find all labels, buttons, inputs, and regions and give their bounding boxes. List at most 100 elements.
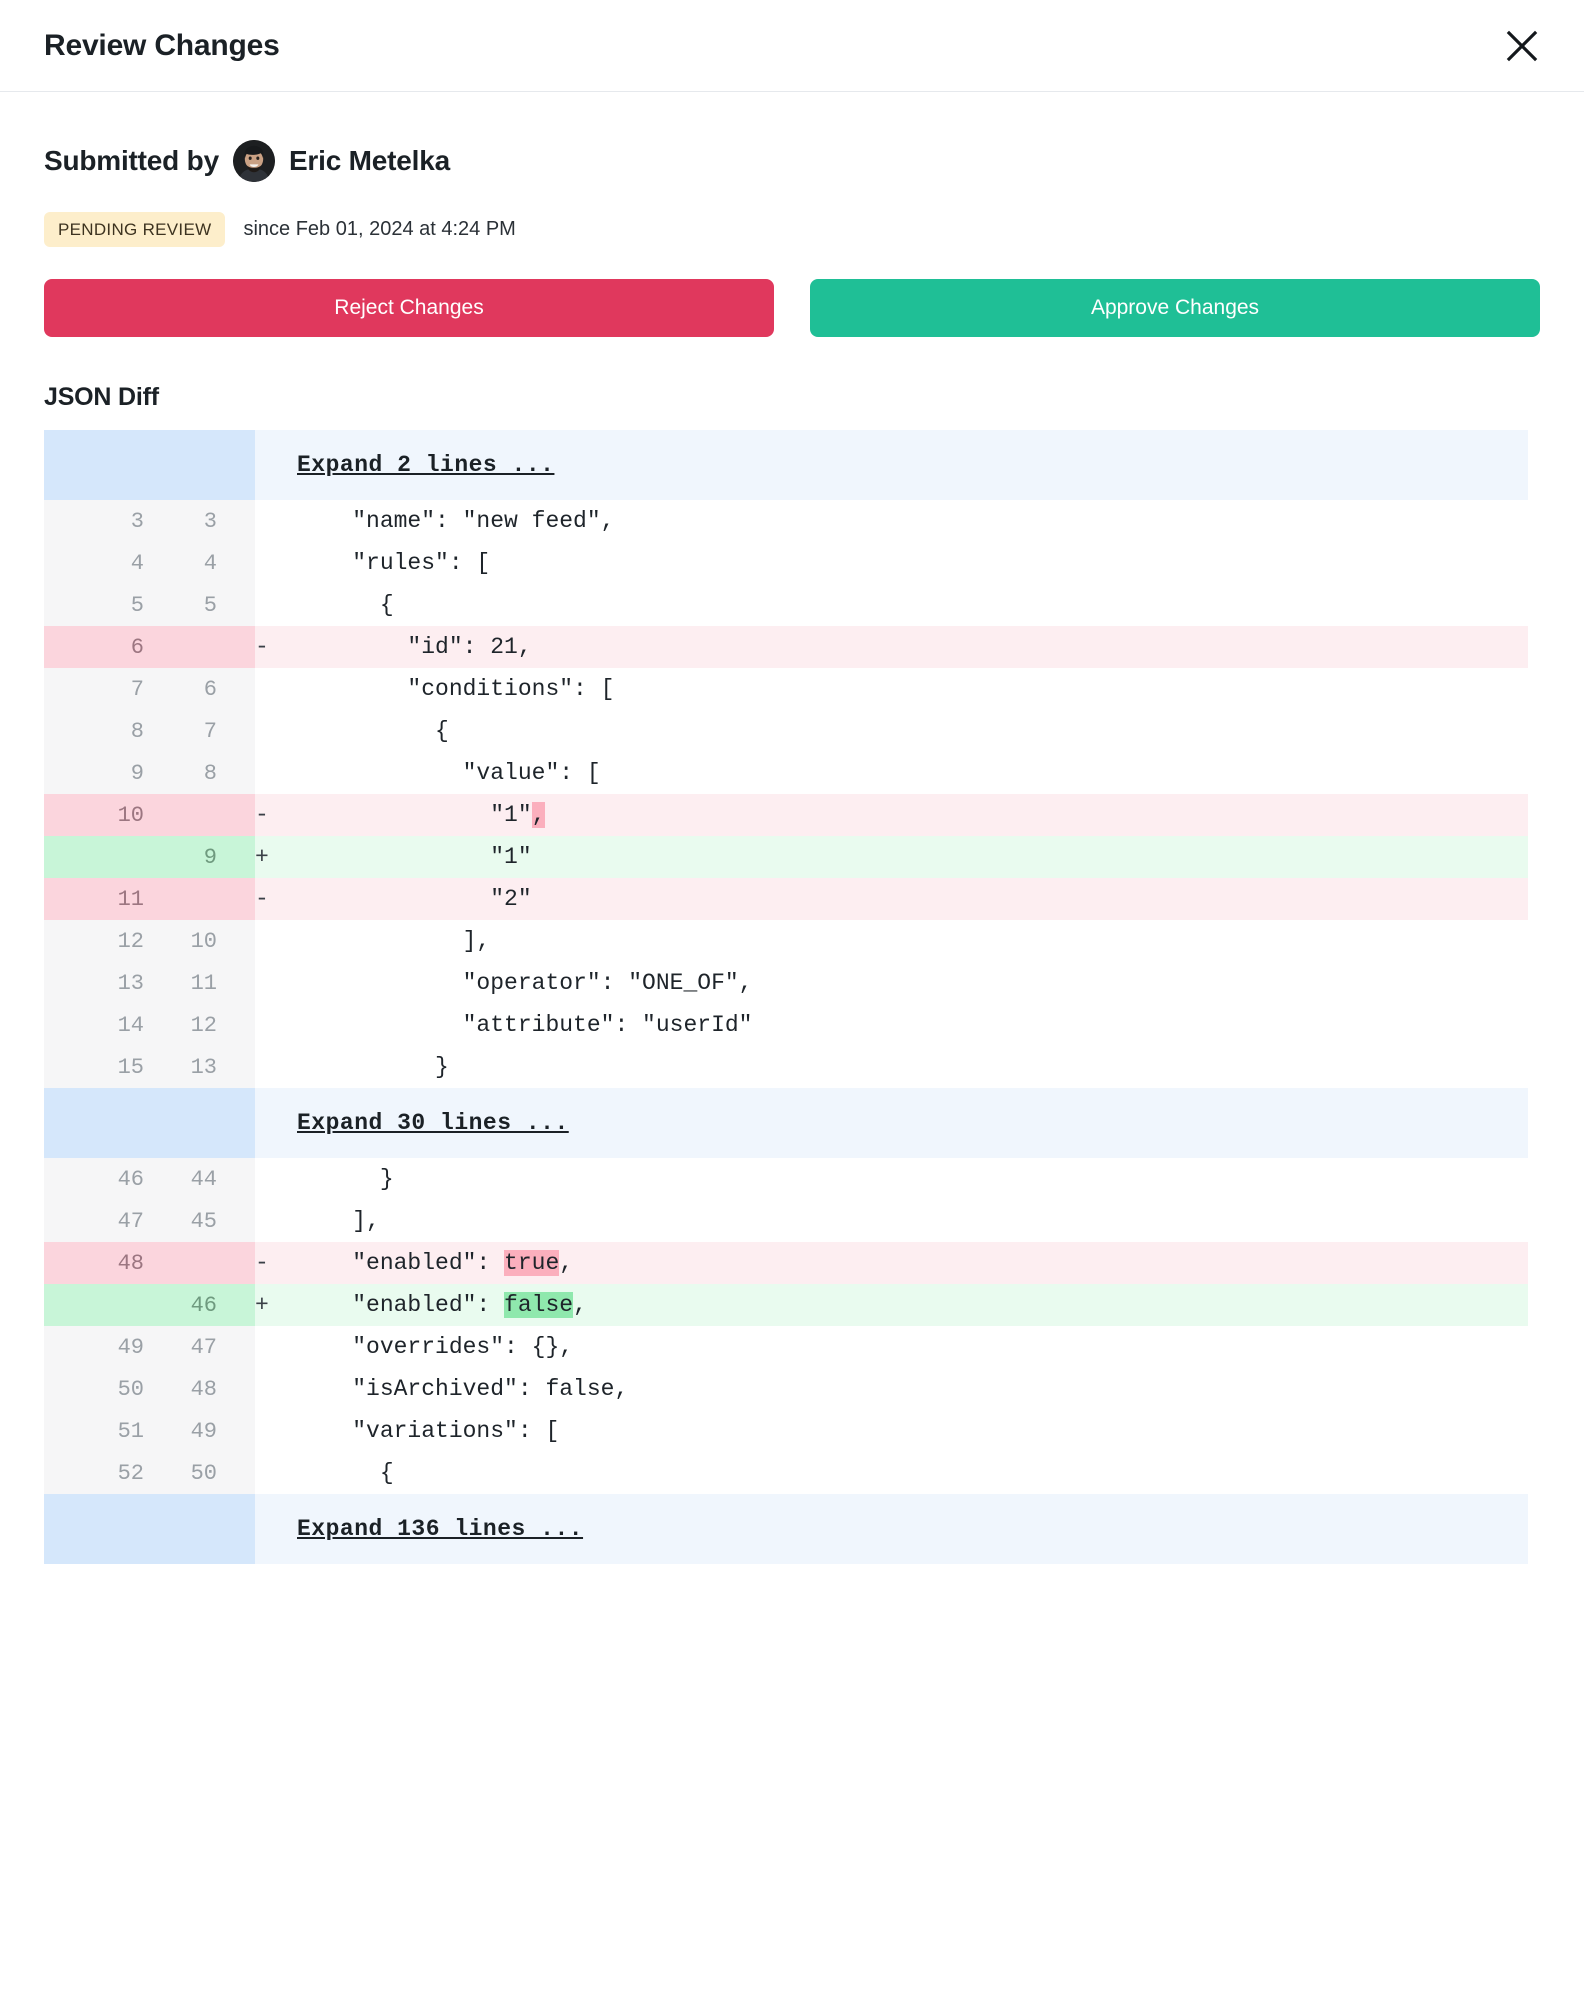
expand-lines-cell[interactable]: Expand 2 lines ... — [297, 430, 1528, 500]
expand-lines-link[interactable]: Expand 2 lines ... — [297, 452, 555, 478]
status-badge: PENDING REVIEW — [44, 212, 226, 247]
code-text: "name": "new feed", — [297, 508, 615, 534]
submitted-by-label: Submitted by — [44, 145, 219, 176]
close-icon — [1504, 28, 1540, 64]
code-text: { — [297, 592, 394, 618]
line-number-old: 13 — [44, 962, 152, 1004]
word-diff-highlight: false — [504, 1292, 574, 1318]
word-diff-highlight: true — [504, 1250, 560, 1276]
diff-code-cell: { — [297, 710, 1528, 752]
line-number-new — [152, 1494, 255, 1564]
line-number-old: 14 — [44, 1004, 152, 1046]
approve-changes-button[interactable]: Approve Changes — [810, 279, 1540, 337]
close-button[interactable] — [1500, 24, 1544, 68]
code-text: "overrides": {}, — [297, 1334, 574, 1360]
diff-code-cell: "id": 21, — [297, 626, 1528, 668]
line-number-old: 52 — [44, 1452, 152, 1494]
line-number-new: 48 — [152, 1368, 255, 1410]
diff-marker — [255, 1088, 297, 1158]
line-number-new: 47 — [152, 1326, 255, 1368]
line-number-new: 44 — [152, 1158, 255, 1200]
line-number-new: 12 — [152, 1004, 255, 1046]
diff-row[interactable]: Expand 136 lines ... — [44, 1494, 1528, 1564]
code-text: "1" — [297, 802, 532, 828]
line-number-new: 13 — [152, 1046, 255, 1088]
diff-row: 9+ "1" — [44, 836, 1528, 878]
expand-lines-cell[interactable]: Expand 30 lines ... — [297, 1088, 1528, 1158]
diff-code-cell: "enabled": false, — [297, 1284, 1528, 1326]
diff-code-cell: "operator": "ONE_OF", — [297, 962, 1528, 1004]
page-title: Review Changes — [44, 28, 280, 62]
diff-row: 10- "1", — [44, 794, 1528, 836]
line-number-old — [44, 1088, 152, 1158]
expand-lines-cell[interactable]: Expand 136 lines ... — [297, 1494, 1528, 1564]
line-number-old: 47 — [44, 1200, 152, 1242]
line-number-old: 3 — [44, 500, 152, 542]
diff-row: 6 - "id": 21, — [44, 626, 1528, 668]
expand-lines-link[interactable]: Expand 30 lines ... — [297, 1110, 569, 1136]
line-number-new: 46 — [152, 1284, 255, 1326]
line-number-old: 50 — [44, 1368, 152, 1410]
code-text-tail: , — [559, 1250, 574, 1276]
diff-marker — [255, 430, 297, 500]
diff-code-cell: "conditions": [ — [297, 668, 1528, 710]
json-diff-heading: JSON Diff — [44, 383, 159, 411]
line-number-new: 50 — [152, 1452, 255, 1494]
diff-marker: - — [255, 794, 297, 836]
diff-code-cell: ], — [297, 1200, 1528, 1242]
diff-code-cell: "attribute": "userId" — [297, 1004, 1528, 1046]
code-text: "value": [ — [297, 760, 601, 786]
line-number-old: 4 — [44, 542, 152, 584]
line-number-old: 46 — [44, 1158, 152, 1200]
diff-marker: - — [255, 626, 297, 668]
diff-row[interactable]: Expand 2 lines ... — [44, 430, 1528, 500]
line-number-new: 10 — [152, 920, 255, 962]
diff-code-cell: "isArchived": false, — [297, 1368, 1528, 1410]
diff-marker — [255, 1410, 297, 1452]
line-number-new: 7 — [152, 710, 255, 752]
line-number-old: 5 — [44, 584, 152, 626]
diff-marker — [255, 542, 297, 584]
code-text: { — [297, 1460, 394, 1486]
diff-code-cell: "variations": [ — [297, 1410, 1528, 1452]
diff-code-cell: { — [297, 584, 1528, 626]
code-text: "rules": [ — [297, 550, 491, 576]
diff-marker — [255, 500, 297, 542]
line-number-new: 49 — [152, 1410, 255, 1452]
diff-code-cell: "overrides": {}, — [297, 1326, 1528, 1368]
line-number-new: 3 — [152, 500, 255, 542]
code-text: ], — [297, 1208, 380, 1234]
code-text: "operator": "ONE_OF", — [297, 970, 753, 996]
line-number-old: 49 — [44, 1326, 152, 1368]
line-number-new: 45 — [152, 1200, 255, 1242]
code-text: } — [297, 1054, 449, 1080]
expand-lines-link[interactable]: Expand 136 lines ... — [297, 1516, 584, 1542]
reject-changes-button[interactable]: Reject Changes — [44, 279, 774, 337]
diff-marker — [255, 1494, 297, 1564]
diff-code-cell: } — [297, 1046, 1528, 1088]
code-text: "variations": [ — [297, 1418, 560, 1444]
diff-row: 11- "2" — [44, 878, 1528, 920]
diff-marker — [255, 752, 297, 794]
code-text: "isArchived": false, — [297, 1376, 629, 1402]
code-text: "2" — [297, 886, 532, 912]
line-number-old: 6 — [44, 626, 152, 668]
diff-marker — [255, 1326, 297, 1368]
status-timestamp: since Feb 01, 2024 at 4:24 PM — [243, 218, 516, 240]
line-number-old: 8 — [44, 710, 152, 752]
line-number-new: 11 — [152, 962, 255, 1004]
diff-code-cell: "name": "new feed", — [297, 500, 1528, 542]
code-text-tail: , — [573, 1292, 587, 1318]
diff-marker: - — [255, 878, 297, 920]
diff-row[interactable]: Expand 30 lines ... — [44, 1088, 1528, 1158]
code-text: "enabled": — [297, 1292, 505, 1318]
line-number-new: 8 — [152, 752, 255, 794]
